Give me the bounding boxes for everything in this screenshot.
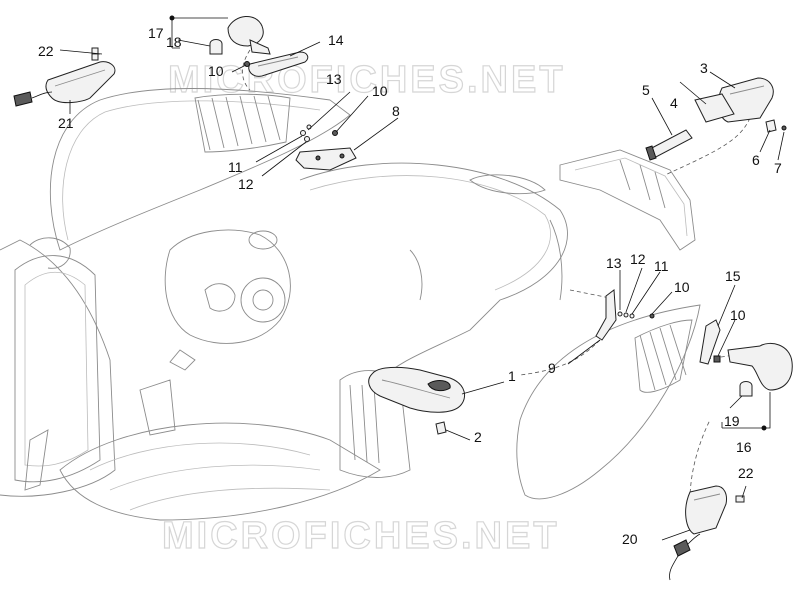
callout-labels: 17 18 10 14 22 21 13 10 8 11 12 3 4 5 6 … [38,25,782,547]
assembly-guide-lines [242,49,751,501]
part-2-nut [435,421,447,435]
callout-10-right: 10 [674,279,690,295]
callout-4: 4 [670,95,678,111]
callout-11-right: 11 [654,258,669,274]
callout-2: 2 [474,429,482,445]
callout-21: 21 [58,115,74,131]
callout-6: 6 [752,152,760,168]
part-20-lamp [669,485,727,581]
part-19-bulb [739,381,753,397]
callout-13-top: 13 [326,71,342,87]
callout-19: 19 [724,413,740,429]
part-16-turn-signal [227,16,271,55]
part-18-turn-signal [727,342,793,391]
callout-11-top: 11 [228,159,243,175]
part-15-lens [699,319,721,365]
part-4-holder [694,93,735,123]
callout-15: 15 [725,268,741,284]
callout-14: 14 [328,32,344,48]
part-10-screw-right [713,355,721,363]
scooter-body-outline [0,88,701,521]
callout-16: 17 [148,25,164,41]
callout-5: 5 [642,82,650,98]
callout-17: 18 [166,34,182,50]
callout-22-bottom: 22 [738,465,754,481]
part-1-lamp [368,366,466,413]
callout-12-top: 12 [238,176,254,192]
callout-7: 7 [774,160,782,176]
part-14-lens [248,51,309,77]
part-9-bracket [595,289,617,341]
part-5-socket [645,129,693,161]
part-17-bulb [209,39,223,55]
callout-22-top: 22 [38,43,54,59]
callout-13-right: 13 [606,255,622,271]
callout-leader-lines [59,15,785,541]
callout-10-mid: 10 [372,83,388,99]
parts-6-7-small [765,119,787,133]
callout-10-far-right: 10 [730,307,746,323]
watermark-bottom: MICROFICHES.NET [162,515,560,557]
callout-9: 9 [548,360,556,376]
callout-10-top: 10 [208,63,224,79]
parts-11-13-washers-right [617,311,655,319]
callout-20: 20 [622,531,638,547]
part-22-screw-bottom [735,495,745,503]
callout-3: 3 [700,60,708,76]
callout-12-right: 12 [630,251,646,267]
part-8-bracket [295,147,357,171]
callout-8: 8 [392,103,400,119]
callout-1: 1 [508,368,516,384]
callout-18: 16 [736,439,752,455]
part-21-lamp [13,61,116,107]
